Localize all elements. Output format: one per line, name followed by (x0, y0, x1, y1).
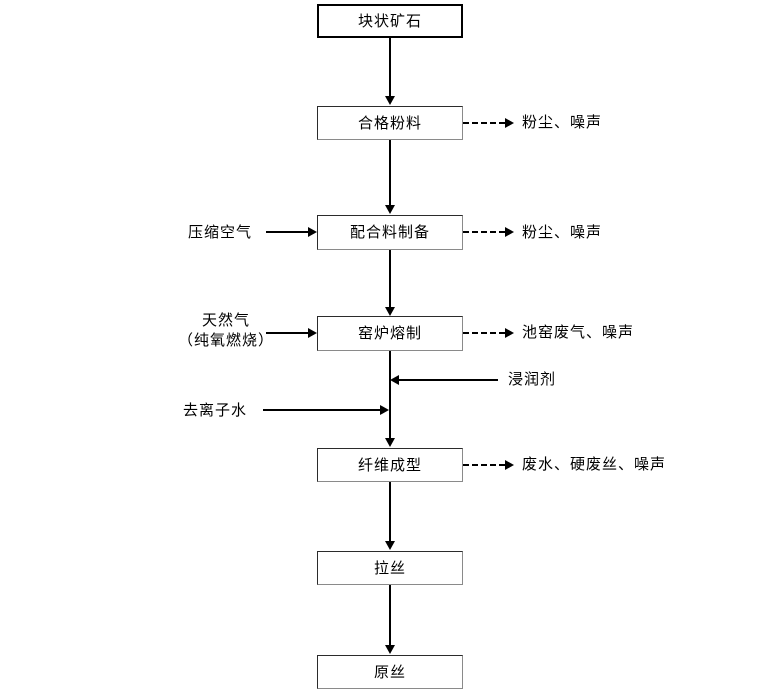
emission-line-furnace (463, 332, 505, 334)
arrowhead-down-powder-to-batch (385, 205, 395, 214)
emission-label-dust-noise-1: 粉尘、噪声 (522, 113, 603, 131)
arrowhead-down-ore-to-powder (385, 96, 395, 105)
arrowhead-right-emission-forming (505, 460, 514, 470)
emission-line-batch (463, 231, 505, 233)
node-label: 纤维成型 (357, 455, 422, 474)
input-line-natural-gas (266, 332, 310, 334)
input-label-wetting-agent: 浸润剂 (508, 370, 557, 388)
arrowhead-right-compressed-air (308, 227, 317, 237)
node-label: 块状矿石 (357, 11, 422, 30)
node-label: 合格粉料 (357, 113, 422, 132)
connector-powder-to-batch (389, 140, 391, 206)
input-label-natural-gas-line2: （纯氧燃烧） (177, 331, 274, 349)
input-line-compressed-air (266, 231, 310, 233)
arrowhead-left-wetting-agent (390, 375, 399, 385)
process-node-raw-strand[interactable]: 原丝 (317, 655, 463, 689)
emission-label-wastewater-waste-noise: 废水、硬废丝、噪声 (522, 455, 667, 473)
arrowhead-right-emission-batch (505, 227, 514, 237)
process-node-qualified-powder[interactable]: 合格粉料 (317, 106, 463, 140)
arrowhead-down-furnace-to-forming (385, 438, 395, 447)
input-line-deionized-water (263, 409, 382, 411)
arrowhead-right-natural-gas (308, 328, 317, 338)
input-label-natural-gas: 天然气 （纯氧燃烧） (170, 310, 282, 350)
arrowhead-down-batch-to-furnace (385, 307, 395, 316)
emission-label-furnace-gas-noise: 池窑废气、噪声 (522, 323, 635, 341)
arrowhead-right-deionized-water (380, 405, 389, 415)
node-label: 原丝 (373, 662, 406, 681)
arrowhead-right-emission-powder (505, 118, 514, 128)
connector-furnace-to-forming (389, 351, 391, 439)
input-label-natural-gas-line1: 天然气 (201, 311, 250, 329)
process-node-fiber-forming[interactable]: 纤维成型 (317, 448, 463, 482)
connector-batch-to-furnace (389, 250, 391, 308)
emission-line-forming (463, 464, 505, 466)
connector-forming-to-drawing (389, 482, 391, 542)
process-node-furnace-melting[interactable]: 窑炉熔制 (317, 316, 463, 351)
input-label-deionized-water: 去离子水 (183, 401, 248, 419)
connector-ore-to-powder (389, 38, 391, 97)
arrowhead-right-emission-furnace (505, 328, 514, 338)
input-label-compressed-air: 压缩空气 (188, 223, 253, 241)
input-line-wetting-agent (398, 379, 498, 381)
process-node-batch-preparation[interactable]: 配合料制备 (317, 215, 463, 250)
emission-line-powder (463, 122, 505, 124)
node-label: 配合料制备 (349, 223, 430, 241)
node-label: 拉丝 (373, 558, 406, 577)
connector-drawing-to-strand (389, 585, 391, 646)
arrowhead-down-forming-to-drawing (385, 541, 395, 550)
arrowhead-down-drawing-to-strand (385, 645, 395, 654)
node-label: 窑炉熔制 (357, 324, 422, 342)
process-node-wire-drawing[interactable]: 拉丝 (317, 551, 463, 585)
emission-label-dust-noise-2: 粉尘、噪声 (522, 223, 603, 241)
process-node-block-ore[interactable]: 块状矿石 (317, 4, 463, 38)
